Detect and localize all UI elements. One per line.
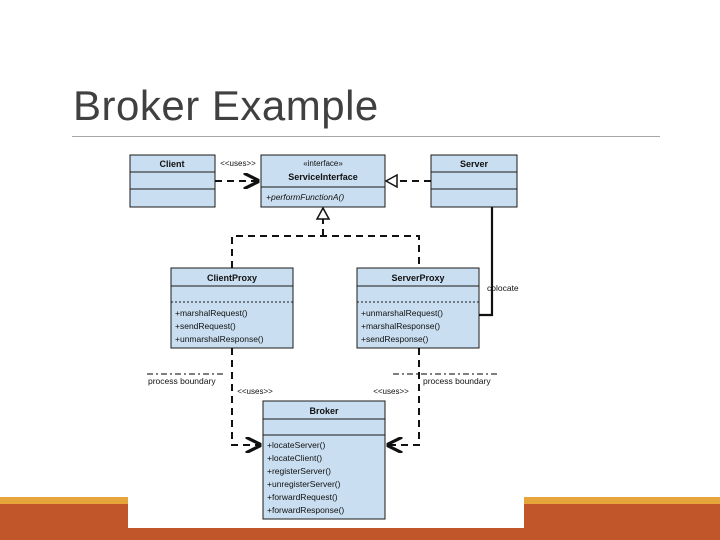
edge-proxies-realize-service [231,235,420,268]
label-process-boundary-left: process boundary [148,376,216,386]
label-colocate: colocate [487,283,519,293]
class-broker-method-5: +forwardResponse() [267,505,344,515]
class-broker-method-4: +forwardRequest() [267,492,338,502]
class-server-proxy: ServerProxy +unmarshalRequest() +marshal… [356,267,480,349]
realization-arrowhead-up [315,206,331,220]
edge-client-proxy-uses-broker [231,348,260,445]
class-server-proxy-method-1: +marshalResponse() [361,321,440,331]
class-server-proxy-method-2: +sendResponse() [361,334,429,344]
class-service-method-0: +performFunctionA() [266,192,344,202]
class-client-proxy-method-2: +unmarshalResponse() [175,334,264,344]
class-broker-method-0: +locateServer() [267,440,326,450]
class-broker-method-1: +locateClient() [267,453,322,463]
class-broker-method-2: +registerServer() [267,466,331,476]
class-broker: Broker +locateServer() +locateClient() +… [262,400,386,520]
label-uses-left: <<uses>> [237,387,273,396]
class-broker-name: Broker [309,406,339,416]
class-service-interface: «interface» ServiceInterface +performFun… [260,154,386,208]
class-server-proxy-method-0: +unmarshalRequest() [361,308,443,318]
label-process-boundary-right: process boundary [423,376,491,386]
class-server-proxy-name: ServerProxy [391,273,444,283]
label-uses-right: <<uses>> [373,387,409,396]
class-client: Client [129,154,216,208]
class-client-name: Client [159,159,184,169]
class-client-proxy: ClientProxy +marshalRequest() +sendReque… [170,267,294,349]
edge-server-proxy-uses-broker [388,348,420,445]
class-server-name: Server [460,159,489,169]
class-broker-method-3: +unregisterServer() [267,479,341,489]
label-uses-top: <<uses>> [220,159,256,168]
edge-colocate [479,207,494,317]
class-service-stereotype: «interface» [303,159,343,168]
title-divider [72,136,660,137]
class-client-proxy-name: ClientProxy [207,273,257,283]
class-client-proxy-method-1: +sendRequest() [175,321,236,331]
class-client-proxy-method-0: +marshalRequest() [175,308,248,318]
realization-arrowhead-right [384,173,398,189]
class-service-name: ServiceInterface [288,172,358,182]
class-server: Server [430,154,518,208]
slide-title: Broker Example [73,82,379,129]
